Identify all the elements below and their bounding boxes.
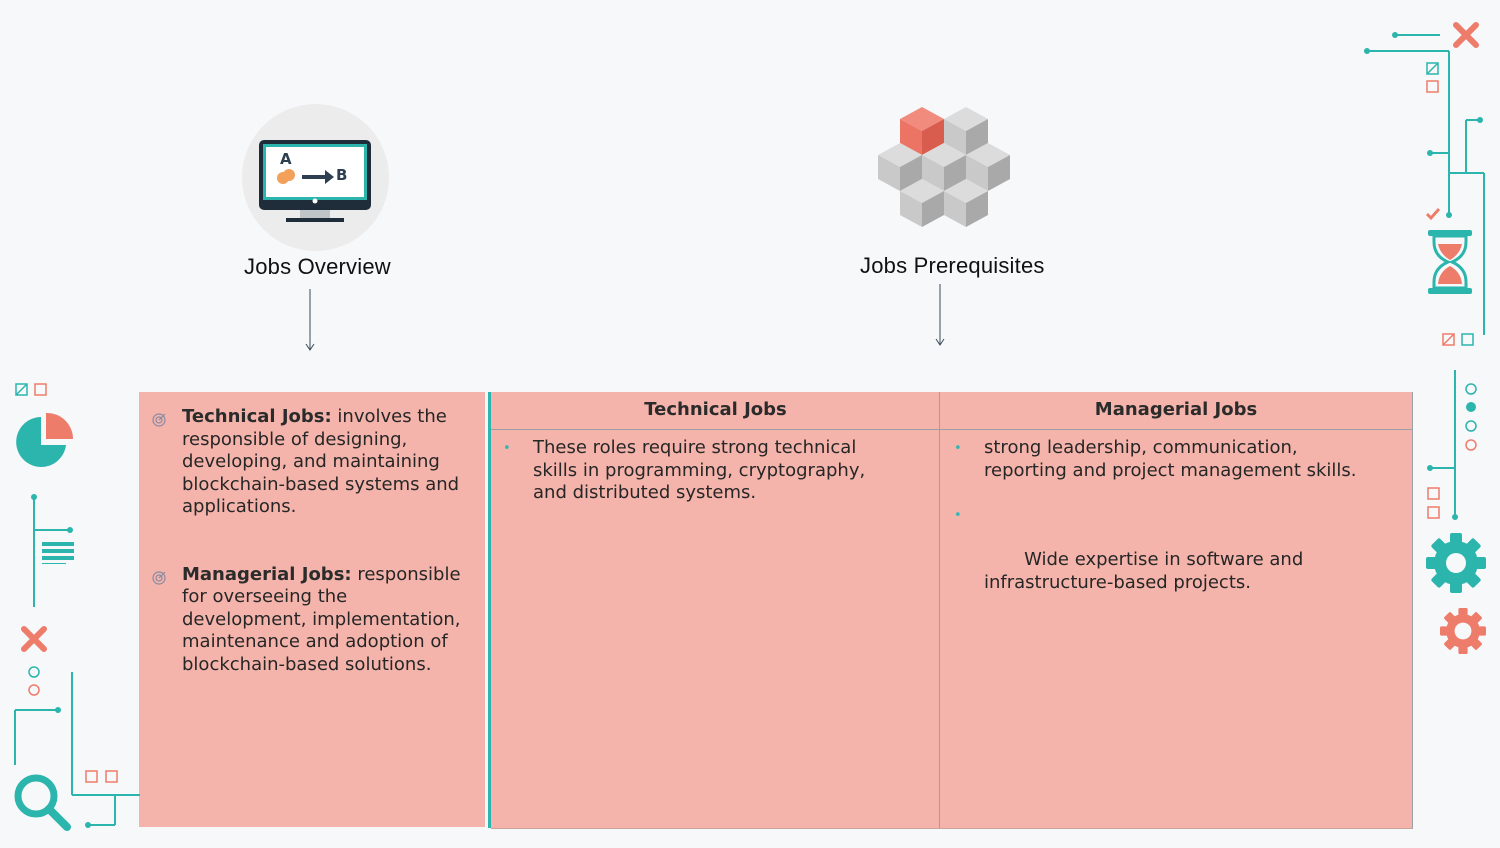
bullet-icon: • <box>503 441 511 456</box>
cubes-icon <box>875 104 1015 239</box>
column-separator <box>939 392 940 828</box>
overview-item-managerial: Managerial Jobs: responsible for oversee… <box>152 564 472 677</box>
overview-item-title: Managerial Jobs: <box>182 563 352 585</box>
overview-card: Technical Jobs: involves the responsible… <box>139 392 485 827</box>
close-icon <box>20 625 48 653</box>
bullet-icon: • <box>954 508 962 523</box>
prerequisites-table: Technical Jobs Managerial Jobs • These r… <box>491 392 1413 829</box>
right-decoration <box>1360 0 1500 844</box>
bullet-icon: • <box>954 441 962 456</box>
overview-item-text: responsible for overseeing the developme… <box>182 563 461 675</box>
overview-item-technical: Technical Jobs: involves the responsible… <box>152 406 472 519</box>
search-icon <box>12 772 74 832</box>
overview-item-text: involves the responsible of designing, d… <box>182 406 460 517</box>
hourglass-icon <box>1428 230 1472 294</box>
left-decoration <box>0 375 140 844</box>
label-a: A <box>280 150 292 168</box>
list-item: • Wide expertise in software and infrast… <box>954 504 1384 617</box>
column-header-technical: Technical Jobs <box>644 399 787 420</box>
gear-icon <box>1440 608 1486 654</box>
technical-cell: • These roles require strong technical s… <box>503 437 903 505</box>
table-header-row: Technical Jobs Managerial Jobs <box>491 392 1412 430</box>
target-bullet-icon <box>152 411 166 434</box>
label-b: B <box>336 166 347 184</box>
pie-chart-icon <box>14 411 76 473</box>
prerequisites-arrow <box>934 284 946 348</box>
overview-list: Technical Jobs: involves the responsible… <box>152 406 472 676</box>
list-item-text: Wide expertise in software and infrastru… <box>984 549 1309 593</box>
list-item: • strong leadership, communication, repo… <box>954 437 1384 482</box>
divider <box>488 392 491 828</box>
list-item: • These roles require strong technical s… <box>503 437 903 505</box>
list-icon <box>42 540 74 564</box>
list-item-text: strong leadership, communication, report… <box>984 437 1357 481</box>
list-item-text: These roles require strong technical ski… <box>533 437 866 503</box>
overview-item-title: Technical Jobs: <box>182 406 332 427</box>
close-icon <box>1452 21 1480 49</box>
monitor-icon: A B <box>242 104 389 251</box>
overview-arrow <box>304 289 316 353</box>
checkmark-icon <box>1425 206 1441 221</box>
target-bullet-icon <box>152 569 166 592</box>
gear-icon <box>1426 533 1486 593</box>
overview-heading: Jobs Overview <box>244 254 391 279</box>
prerequisites-heading: Jobs Prerequisites <box>860 253 1045 278</box>
column-header-managerial: Managerial Jobs <box>1094 399 1258 420</box>
managerial-cell: • strong leadership, communication, repo… <box>954 437 1384 617</box>
